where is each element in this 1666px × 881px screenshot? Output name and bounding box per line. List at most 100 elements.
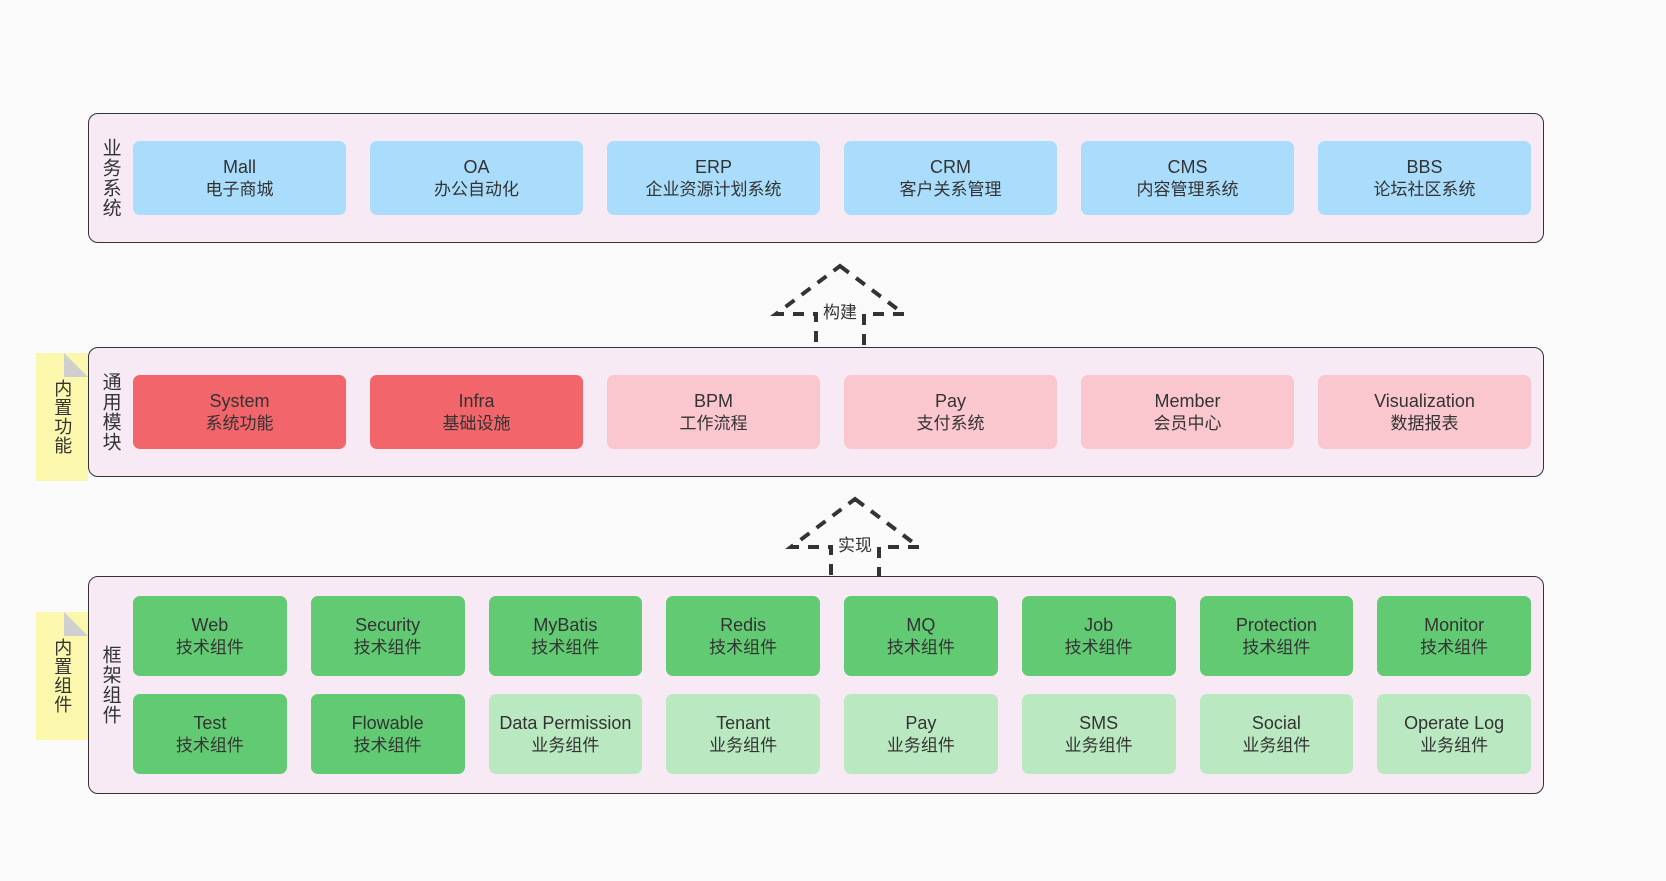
card-title-en: Social xyxy=(1251,712,1301,733)
layer-body-business: Mall 电子商城 OA 办公自动化 ERP 企业资源计划系统 CRM 客户关系… xyxy=(131,114,1543,242)
card-title-en: Test xyxy=(193,712,227,733)
card-title-en: Job xyxy=(1084,614,1114,635)
card-title-en: Protection xyxy=(1235,614,1317,635)
card-title-en: System xyxy=(209,390,270,411)
card-title-cn: 技术组件 xyxy=(709,637,778,657)
layer-title-business: 业务系统 xyxy=(99,138,121,218)
card-title-cn: 工作流程 xyxy=(679,413,748,433)
card-title-en: Security xyxy=(355,614,421,635)
card-title-en: Tenant xyxy=(716,712,771,733)
card-oa[interactable]: OA 办公自动化 xyxy=(370,141,583,215)
layer-body-framework: Web 技术组件 Security 技术组件 MyBatis 技术组件 Redi… xyxy=(131,577,1543,793)
realize-arrow-label: 实现 xyxy=(838,536,872,555)
card-title-en: BBS xyxy=(1406,156,1443,177)
card-title-en: MQ xyxy=(906,614,936,635)
card-title-cn: 技术组件 xyxy=(531,637,600,657)
note-label: 内置功能 xyxy=(52,379,73,455)
card-title-cn: 内容管理系统 xyxy=(1136,179,1239,199)
card-title-en: Pay xyxy=(905,712,937,733)
card-protection[interactable]: Protection 技术组件 xyxy=(1199,596,1354,676)
card-title-en: Mall xyxy=(222,156,256,177)
card-row: System 系统功能 Infra 基础设施 BPM 工作流程 Pay 支付系统… xyxy=(133,375,1531,449)
layer-framework-component: 框架组件 Web 技术组件 Security 技术组件 MyBatis 技术组件… xyxy=(88,576,1544,794)
card-title-cn: 客户关系管理 xyxy=(899,179,1002,199)
card-system[interactable]: System 系统功能 xyxy=(133,375,346,449)
layer-body-common: System 系统功能 Infra 基础设施 BPM 工作流程 Pay 支付系统… xyxy=(131,348,1543,476)
card-title-cn: 业务组件 xyxy=(1420,735,1489,755)
card-row: Web 技术组件 Security 技术组件 MyBatis 技术组件 Redi… xyxy=(133,596,1531,676)
note-label: 内置组件 xyxy=(52,638,73,714)
card-title-cn: 基础设施 xyxy=(442,413,511,433)
card-data-permission[interactable]: Data Permission 业务组件 xyxy=(488,694,643,774)
note-fold-corner-icon xyxy=(64,353,88,377)
card-erp[interactable]: ERP 企业资源计划系统 xyxy=(607,141,820,215)
card-mq[interactable]: MQ 技术组件 xyxy=(844,596,998,676)
card-title-en: BPM xyxy=(693,390,733,411)
realize-arrow: 实现 xyxy=(775,495,935,589)
card-title-cn: 业务组件 xyxy=(709,735,778,755)
card-monitor[interactable]: Monitor 技术组件 xyxy=(1377,596,1531,676)
card-title-en: Data Permission xyxy=(499,712,632,733)
card-title-cn: 业务组件 xyxy=(531,735,600,755)
card-title-cn: 业务组件 xyxy=(886,735,955,755)
card-pay[interactable]: Pay 支付系统 xyxy=(844,375,1057,449)
card-sms[interactable]: SMS 业务组件 xyxy=(1021,694,1176,774)
card-mall[interactable]: Mall 电子商城 xyxy=(133,141,346,215)
card-bpm[interactable]: BPM 工作流程 xyxy=(607,375,820,449)
card-web[interactable]: Web 技术组件 xyxy=(133,596,287,676)
card-row: Test 技术组件 Flowable 技术组件 Data Permission … xyxy=(133,694,1531,774)
card-bbs[interactable]: BBS 论坛社区系统 xyxy=(1318,141,1531,215)
card-title-en: CRM xyxy=(930,156,971,177)
card-title-en: Member xyxy=(1154,390,1221,411)
card-title-en: SMS xyxy=(1079,712,1119,733)
card-flowable[interactable]: Flowable 技术组件 xyxy=(310,694,465,774)
card-test[interactable]: Test 技术组件 xyxy=(133,694,287,774)
card-pay-component[interactable]: Pay 业务组件 xyxy=(844,694,998,774)
card-title-cn: 技术组件 xyxy=(886,637,955,657)
card-title-cn: 技术组件 xyxy=(175,637,244,657)
card-title-cn: 企业资源计划系统 xyxy=(645,179,782,199)
card-title-cn: 支付系统 xyxy=(916,413,985,433)
card-operate-log[interactable]: Operate Log 业务组件 xyxy=(1377,694,1531,774)
card-title-cn: 技术组件 xyxy=(175,735,244,755)
layer-title-framework: 框架组件 xyxy=(99,645,121,725)
card-title-cn: 业务组件 xyxy=(1064,735,1133,755)
card-security[interactable]: Security 技术组件 xyxy=(310,596,465,676)
builtin-function-note: 内置功能 xyxy=(36,353,88,481)
card-mybatis[interactable]: MyBatis 技术组件 xyxy=(488,596,643,676)
card-title-en: Flowable xyxy=(351,712,424,733)
layer-common-module: 通用模块 System 系统功能 Infra 基础设施 BPM 工作流程 Pay… xyxy=(88,347,1544,477)
layer-business-system: 业务系统 Mall 电子商城 OA 办公自动化 ERP 企业资源计划系统 CRM… xyxy=(88,113,1544,243)
card-title-cn: 数据报表 xyxy=(1390,413,1459,433)
card-redis[interactable]: Redis 技术组件 xyxy=(666,596,820,676)
card-title-cn: 技术组件 xyxy=(1420,637,1489,657)
card-title-cn: 技术组件 xyxy=(1242,637,1311,657)
card-cms[interactable]: CMS 内容管理系统 xyxy=(1081,141,1294,215)
card-title-en: Redis xyxy=(720,614,767,635)
card-title-en: CMS xyxy=(1167,156,1208,177)
card-social[interactable]: Social 业务组件 xyxy=(1199,694,1354,774)
card-title-cn: 系统功能 xyxy=(205,413,274,433)
card-title-cn: 技术组件 xyxy=(353,637,422,657)
build-arrow-label: 构建 xyxy=(823,303,857,322)
builtin-component-note: 内置组件 xyxy=(36,612,88,740)
card-title-en: Operate Log xyxy=(1404,712,1505,733)
build-arrow: 构建 xyxy=(760,262,920,356)
note-fold-corner-icon xyxy=(64,612,88,636)
card-title-en: MyBatis xyxy=(533,614,598,635)
card-job[interactable]: Job 技术组件 xyxy=(1021,596,1176,676)
card-title-cn: 业务组件 xyxy=(1242,735,1311,755)
card-title-cn: 会员中心 xyxy=(1153,413,1222,433)
card-title-cn: 技术组件 xyxy=(1064,637,1133,657)
card-title-en: Pay xyxy=(934,390,967,411)
card-infra[interactable]: Infra 基础设施 xyxy=(370,375,583,449)
card-title-en: Visualization xyxy=(1374,390,1475,411)
card-title-cn: 办公自动化 xyxy=(434,179,519,199)
card-crm[interactable]: CRM 客户关系管理 xyxy=(844,141,1057,215)
card-member[interactable]: Member 会员中心 xyxy=(1081,375,1294,449)
card-tenant[interactable]: Tenant 业务组件 xyxy=(666,694,820,774)
card-title-en: OA xyxy=(463,156,490,177)
card-visualization[interactable]: Visualization 数据报表 xyxy=(1318,375,1531,449)
card-title-en: Web xyxy=(191,614,229,635)
card-row: Mall 电子商城 OA 办公自动化 ERP 企业资源计划系统 CRM 客户关系… xyxy=(133,141,1531,215)
